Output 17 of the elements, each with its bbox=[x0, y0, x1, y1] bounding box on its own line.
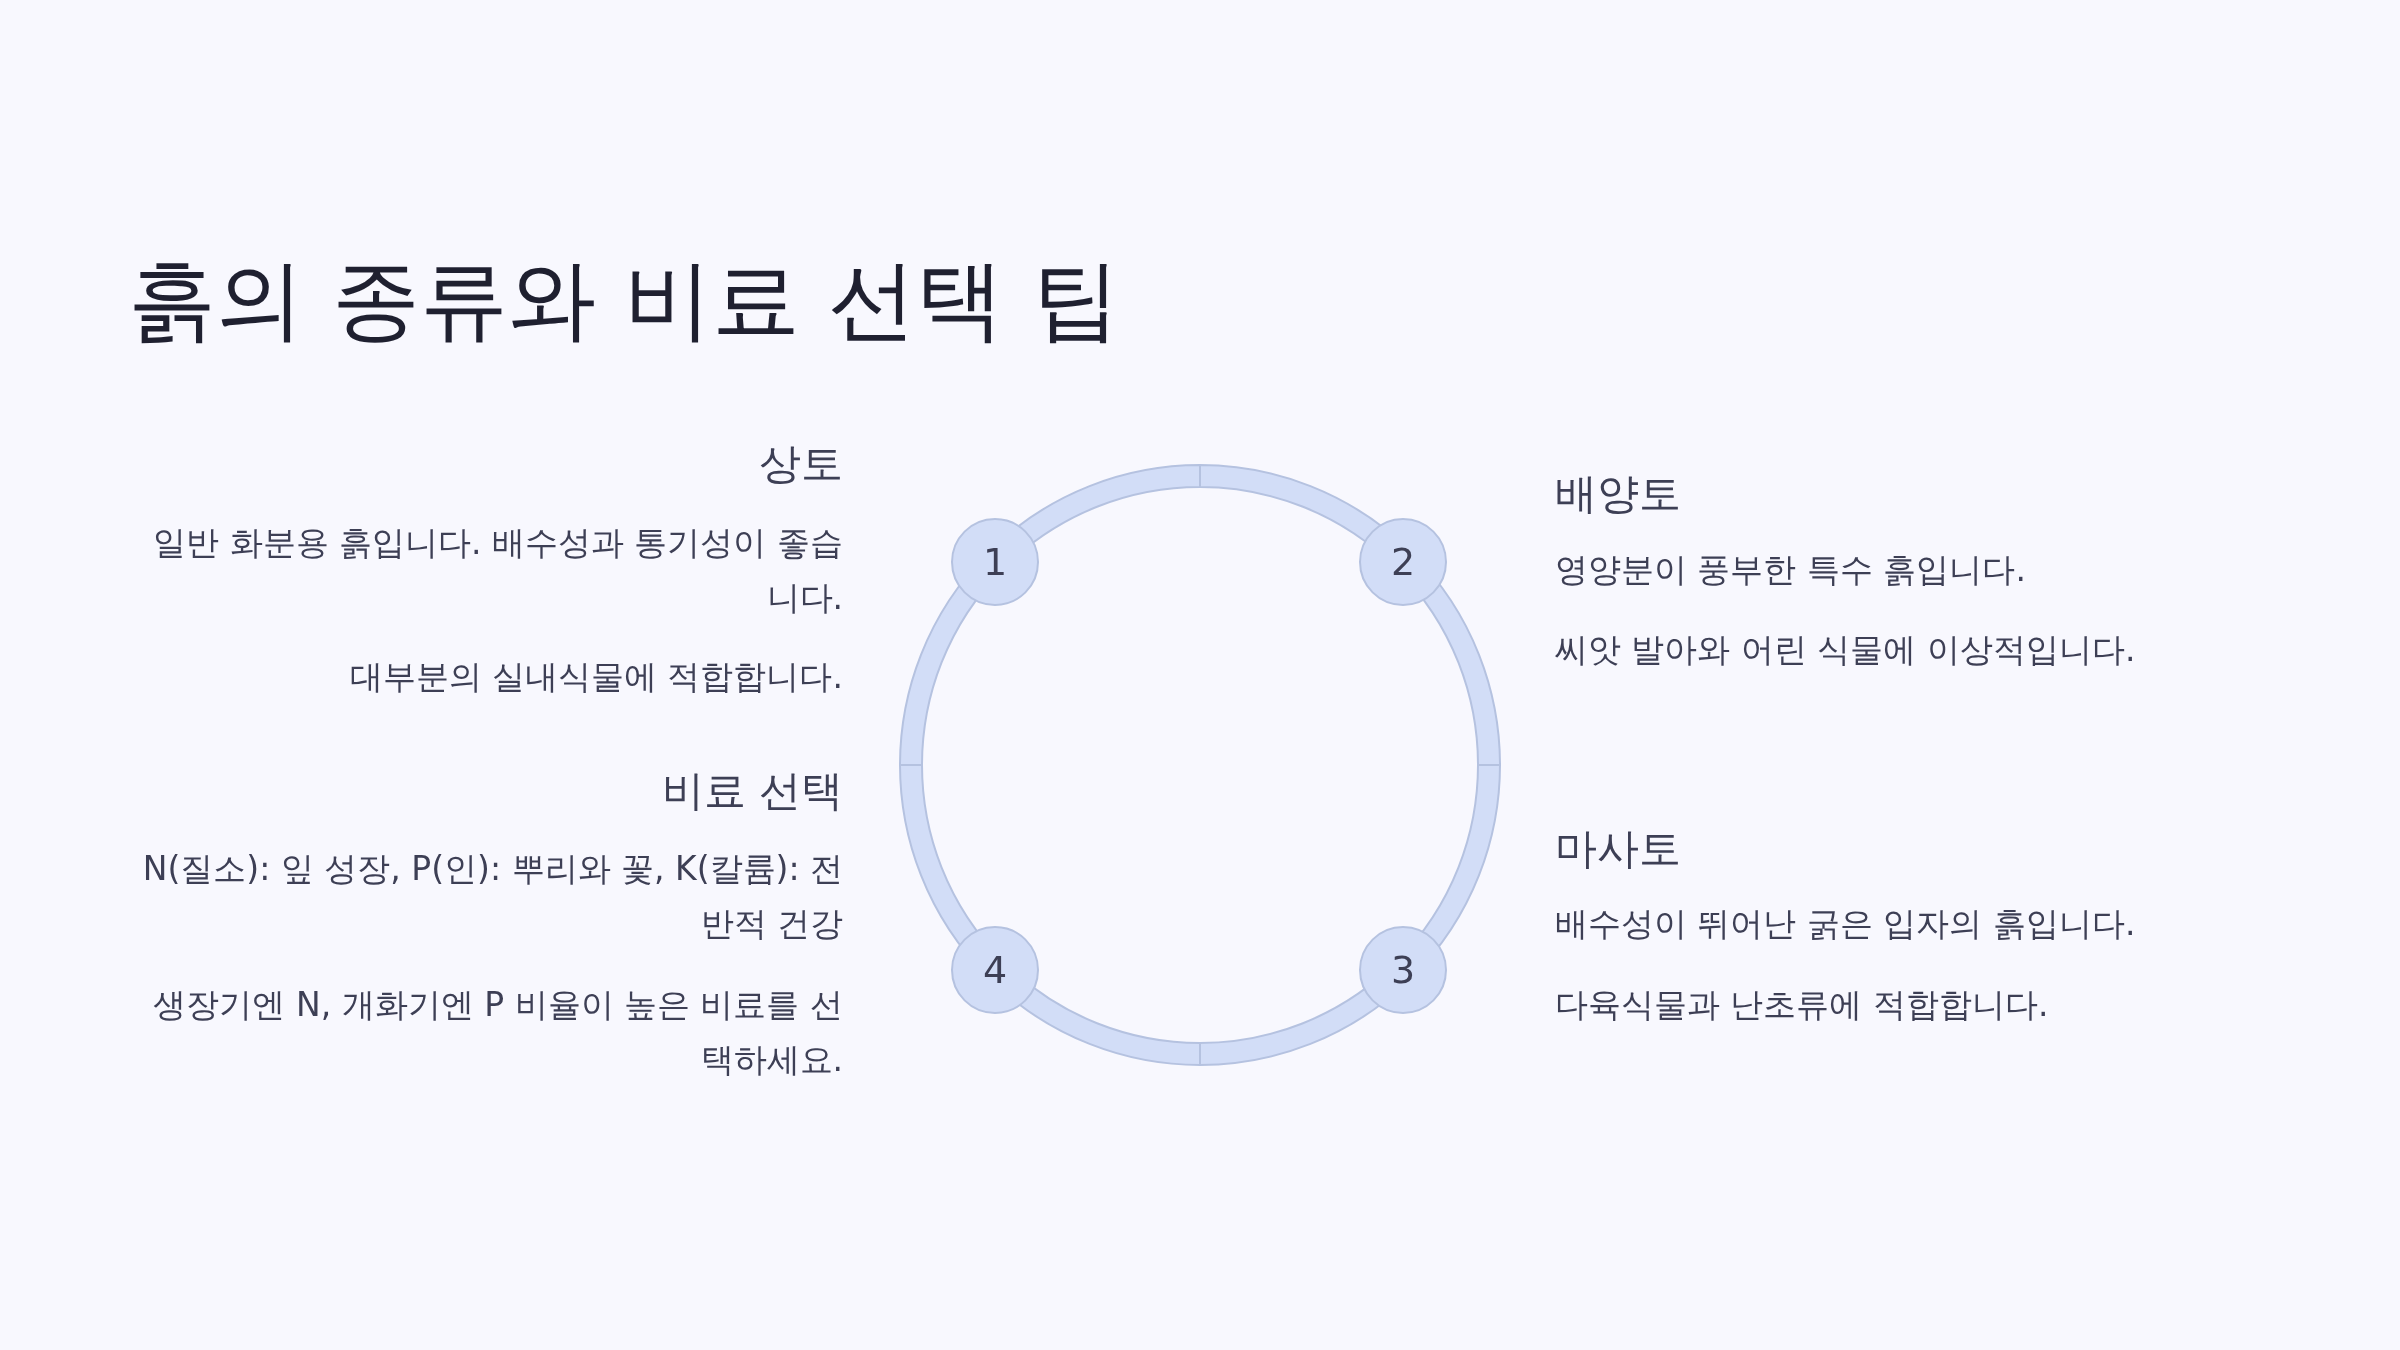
number-circle: 3 bbox=[1359, 926, 1447, 1014]
paragraph: 다육식물과 난초류에 적합합니다. bbox=[1555, 984, 2050, 1026]
paragraph: 일반 화분용 흙입니다. 배수성과 통기성이 좋습니다. bbox=[152, 522, 843, 619]
number-circle: 2 bbox=[1359, 518, 1447, 606]
number-circle: 1 bbox=[951, 518, 1039, 606]
paragraph: 영양분이 풍부한 특수 흙입니다. bbox=[1555, 549, 2027, 591]
paragraph: N(질소): 잎 성장, P(인): 뿌리와 꽃, K(칼륨): 전반적 건강 bbox=[141, 848, 843, 945]
section-heading: 배양토 bbox=[1555, 468, 1681, 520]
paragraph: 씨앗 발아와 어린 식물에 이상적입니다. bbox=[1555, 629, 2137, 671]
section-heading: 상토 bbox=[759, 438, 843, 490]
paragraph: 배수성이 뛰어난 굵은 입자의 흙입니다. bbox=[1555, 903, 2137, 945]
paragraph: 생장기엔 N, 개화기엔 P 비율이 높은 비료를 선택하세요. bbox=[152, 984, 843, 1081]
number-circle: 4 bbox=[951, 926, 1039, 1014]
paragraph: 대부분의 실내식물에 적합합니다. bbox=[348, 656, 843, 698]
section-heading: 비료 선택 bbox=[661, 765, 843, 817]
section-heading: 마사토 bbox=[1555, 823, 1681, 875]
title: 흙의 종류와 비료 선택 팁 bbox=[128, 247, 1120, 353]
